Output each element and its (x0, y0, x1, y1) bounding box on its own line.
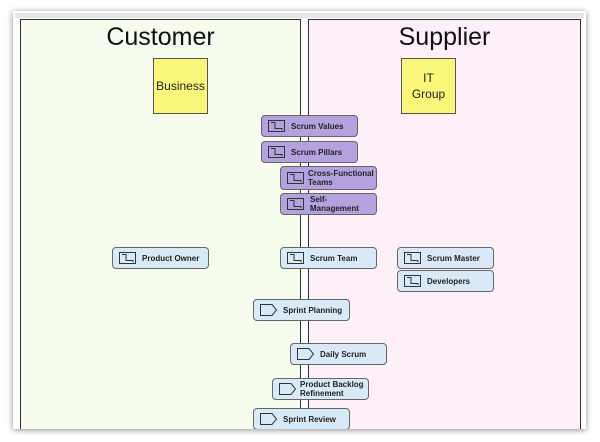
node-label: Scrum Master (427, 253, 480, 263)
node-label: Developers (427, 276, 471, 286)
concept-node-scrum-team[interactable]: Scrum Team (280, 247, 377, 269)
customer-title: Customer (106, 23, 215, 51)
event-node-sprint-review[interactable]: Sprint Review (253, 408, 350, 429)
node-label: Self-Management (310, 195, 359, 213)
node-label: Product Owner (142, 253, 200, 263)
supplier-title: Supplier (398, 23, 491, 51)
business-sticky-note[interactable]: Business (153, 58, 208, 114)
event-tag-icon (291, 348, 320, 360)
artifact-icon (398, 275, 427, 287)
artifact-icon (281, 198, 310, 210)
concept-node-product-owner[interactable]: Product Owner (112, 247, 209, 269)
diagram-canvas: Customer Supplier Business IT Group Scrum… (13, 11, 586, 429)
event-tag-icon (254, 413, 283, 425)
event-tag-icon (273, 383, 302, 395)
node-label: Sprint Review (283, 414, 336, 424)
artifact-icon (281, 252, 310, 264)
node-label: Daily Scrum (320, 349, 367, 359)
it-group-sticky-note[interactable]: IT Group (401, 58, 456, 114)
it-group-label-line1: IT (423, 71, 434, 85)
concept-node-scrum-master[interactable]: Scrum Master (397, 247, 494, 269)
artifact-icon (113, 252, 142, 264)
node-label: Cross-Functional Teams (308, 169, 374, 187)
node-label: Scrum Values (291, 121, 344, 131)
concept-node-cross-functional-teams[interactable]: Cross-Functional Teams (280, 166, 377, 190)
concept-node-developers[interactable]: Developers (397, 270, 494, 292)
event-node-product-backlog-refinement[interactable]: Product Backlog Refinement (272, 378, 369, 400)
artifact-icon (262, 120, 291, 132)
event-node-daily-scrum[interactable]: Daily Scrum (290, 343, 387, 365)
canvas-top-bar (15, 13, 584, 18)
event-node-sprint-planning[interactable]: Sprint Planning (253, 299, 350, 321)
node-label: Sprint Planning (283, 305, 343, 315)
artifact-icon (398, 252, 427, 264)
node-label: Product Backlog Refinement (300, 380, 364, 398)
node-label: Scrum Team (310, 253, 358, 263)
event-tag-icon (254, 304, 283, 316)
it-group-label-line2: Group (411, 87, 446, 101)
artifact-icon (262, 146, 291, 158)
artifact-icon (281, 172, 310, 184)
concept-node-scrum-pillars[interactable]: Scrum Pillars (261, 141, 358, 163)
concept-node-scrum-values[interactable]: Scrum Values (261, 115, 358, 137)
business-label: Business (156, 79, 205, 93)
node-label: Scrum Pillars (291, 147, 343, 157)
concept-node-self-management[interactable]: Self-Management (280, 193, 377, 215)
